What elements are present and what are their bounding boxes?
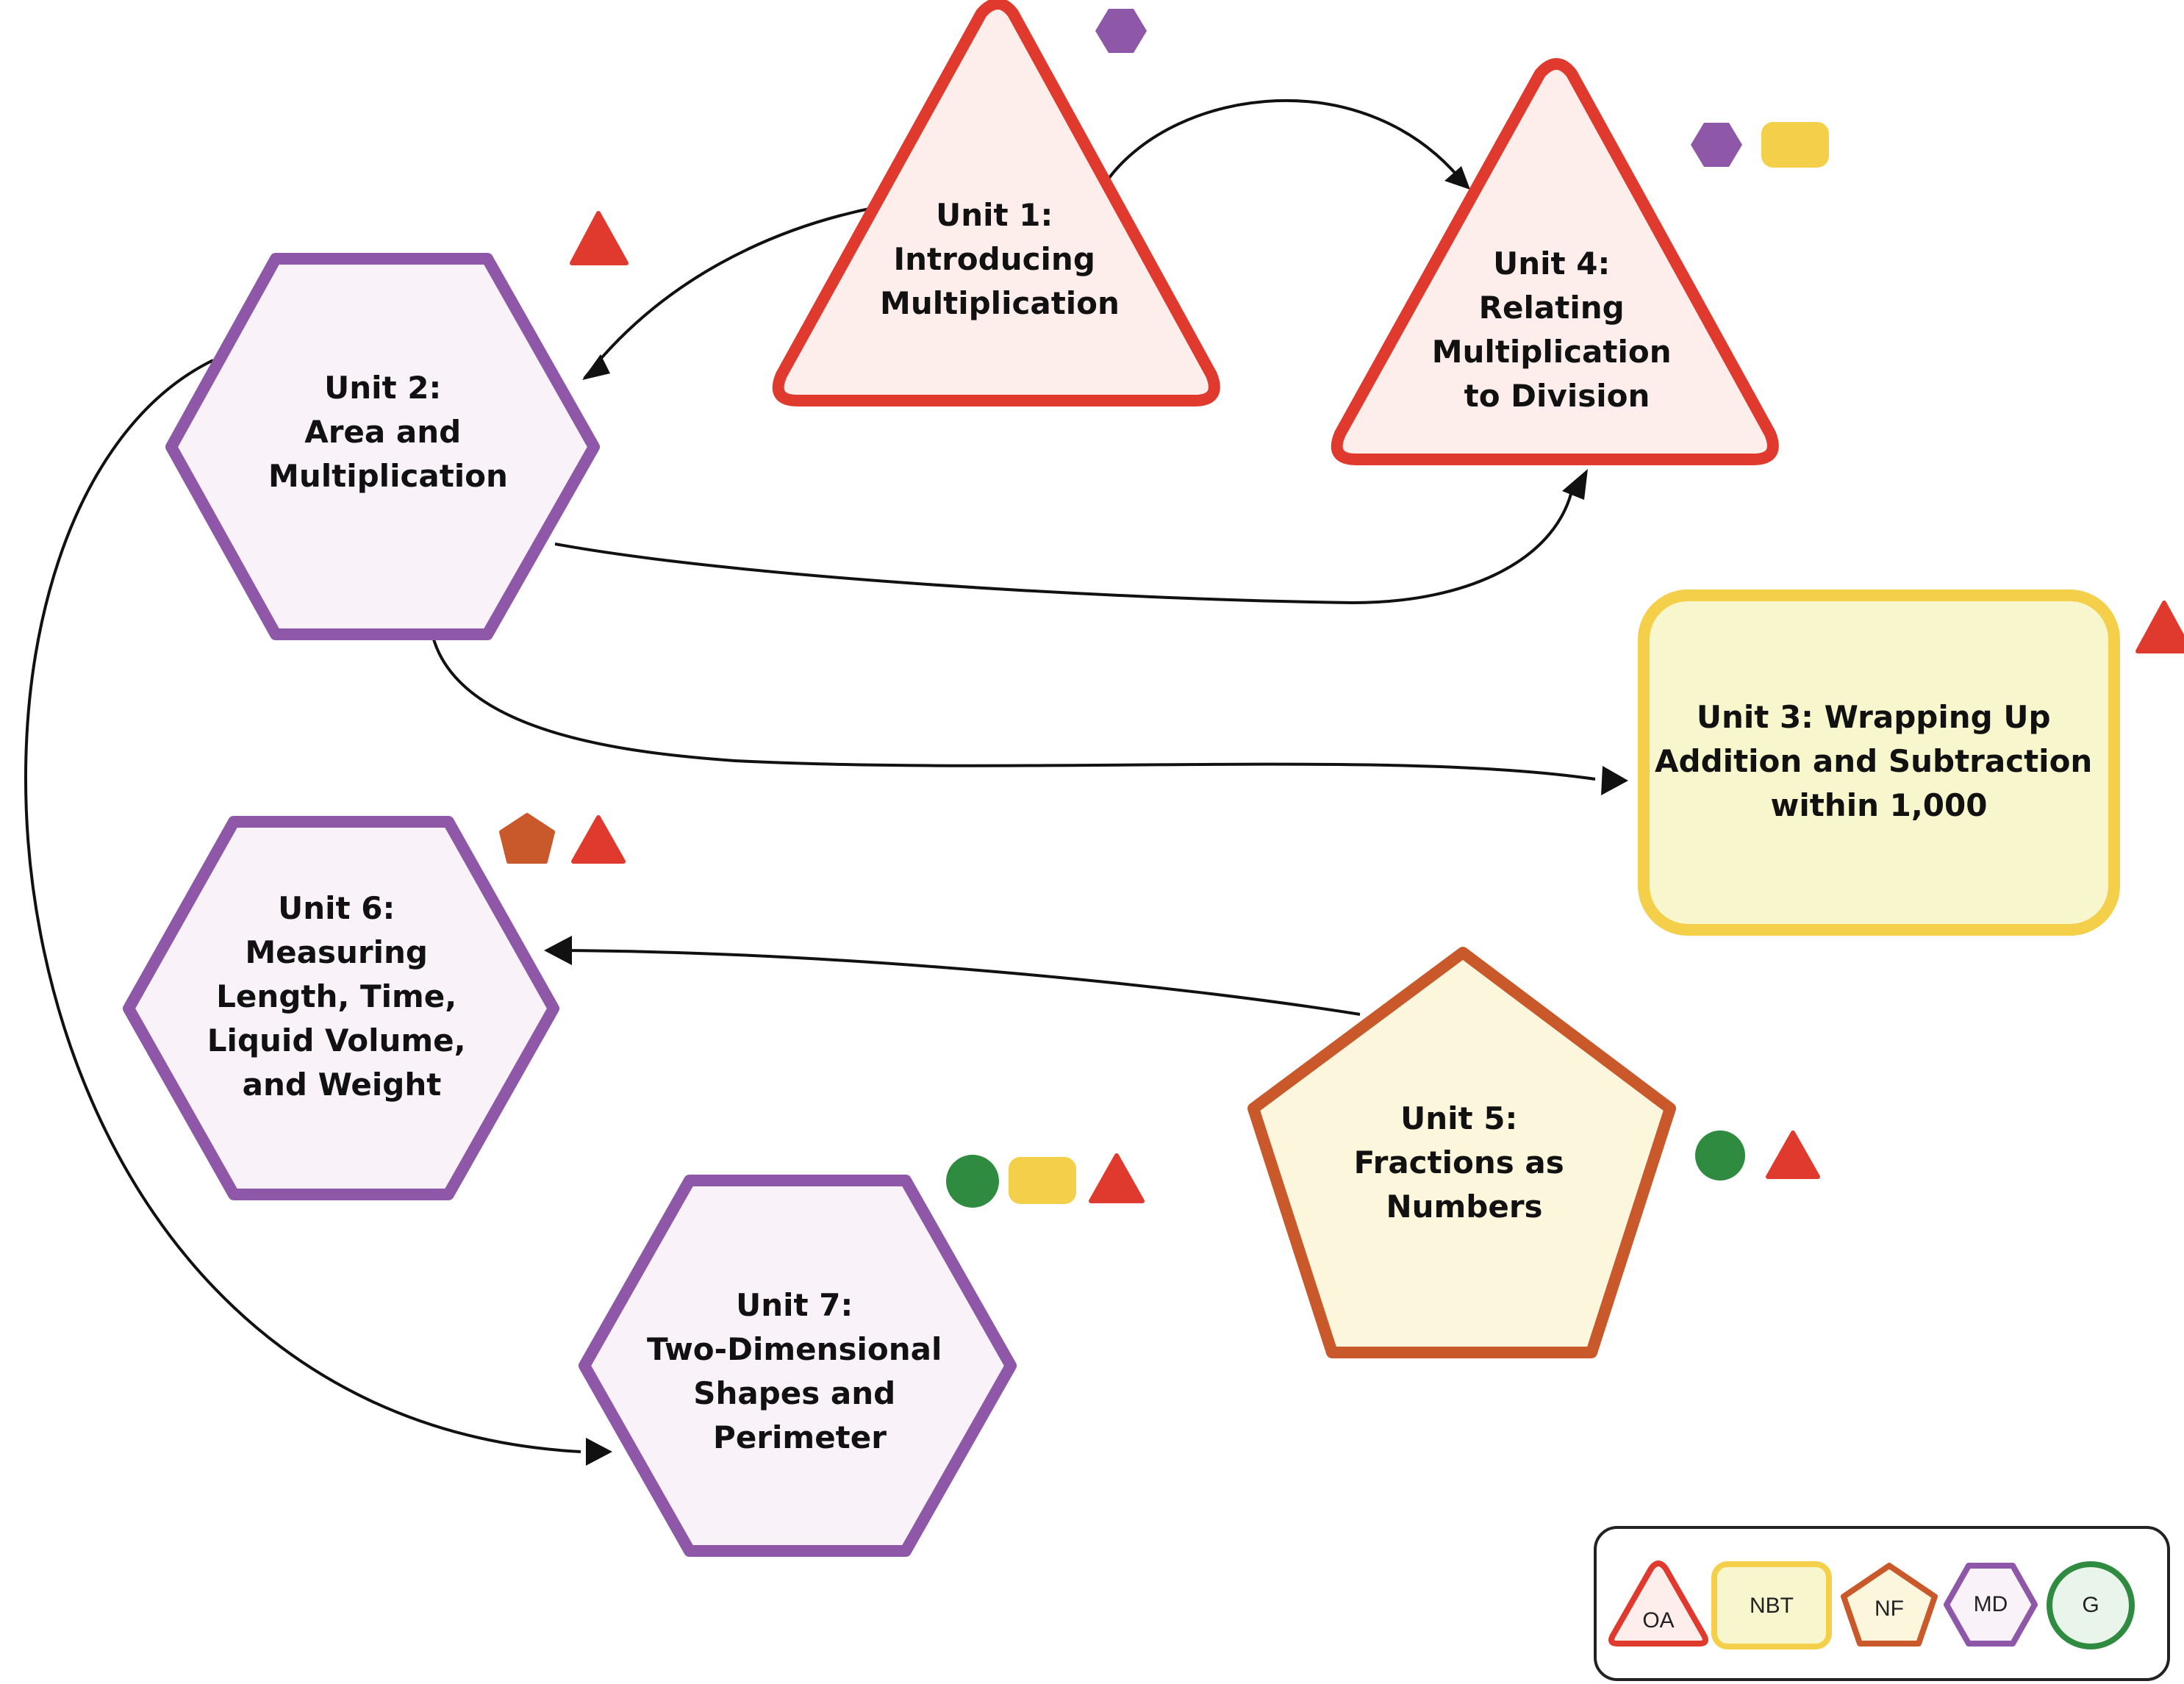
legend-nbt-label: NBT: [1750, 1594, 1794, 1618]
unit-2-line-3: Multiplication: [268, 458, 508, 494]
unit-4-line-3: Multiplication: [1432, 334, 1672, 370]
unit-3-line-1: Unit 3: Wrapping Up: [1697, 699, 2051, 735]
unit-5-line-3: Numbers: [1386, 1189, 1542, 1225]
connections: [24, 98, 1596, 1453]
legend-nf-label: NF: [1875, 1597, 1904, 1621]
unit-4-line-1: Unit 4:: [1493, 246, 1610, 282]
unit-4-line-4: to Division: [1464, 378, 1650, 414]
unit-7-shape: [579, 1175, 1017, 1557]
legend-item-g: G: [2047, 1561, 2135, 1649]
legend-item-oa: OA: [1608, 1561, 1708, 1647]
unit-6-line-1: Unit 6:: [278, 890, 395, 926]
arrow-u1-to-u2: [583, 206, 877, 380]
unit-2-shape: [165, 253, 600, 640]
unit-7-label: Unit 7: Two-Dimensional Shapes and Perim…: [647, 1287, 953, 1455]
unit-5-badge-g-circle-icon: [1695, 1131, 1745, 1180]
unit-5-line-2: Fractions as: [1354, 1144, 1564, 1180]
unit-1-shape: [772, 0, 1220, 406]
legend-nf-pentagon-icon: [1841, 1563, 1938, 1647]
unit-7-line-1: Unit 7:: [736, 1287, 853, 1323]
arrowhead-u2: [582, 354, 610, 380]
arrow-u2-to-u4: [554, 484, 1575, 605]
unit-6-line-5: and Weight: [243, 1067, 442, 1103]
unit-4-shape: [1331, 58, 1779, 465]
arrow-u5-to-u6: [558, 949, 1361, 1016]
unit-3-line-2: Addition and Subtraction: [1655, 743, 2092, 779]
unit-3-label: Unit 3: Wrapping Up Addition and Subtrac…: [1655, 699, 2103, 823]
legend-item-nf: NF: [1841, 1563, 1938, 1647]
legend-nbt-square-icon: [1711, 1561, 1832, 1649]
unit-3-node: Unit 3: Wrapping Up Addition and Subtrac…: [1638, 590, 2184, 936]
unit-6-node: Unit 6: Measuring Length, Time, Liquid V…: [123, 813, 626, 1200]
legend-item-nbt: NBT: [1711, 1561, 1832, 1649]
unit-7-line-2: Two-Dimensional: [647, 1331, 942, 1367]
unit-1-line-1: Unit 1:: [936, 197, 1053, 233]
arrowhead-u7: [586, 1438, 612, 1466]
unit-2-line-1: Unit 2:: [324, 370, 441, 406]
unit-7-badge-oa-triangle-icon: [1089, 1153, 1145, 1203]
arrowheads: [544, 166, 1628, 1466]
legend-item-md: MD: [1944, 1563, 2038, 1647]
unit-6-badge-oa-triangle-icon: [571, 815, 626, 864]
unit-5-line-1: Unit 5:: [1400, 1100, 1517, 1136]
unit-4-line-2: Relating: [1479, 290, 1625, 326]
unit-3-shape: [1638, 590, 2120, 936]
unit-7-line-4: Perimeter: [713, 1419, 887, 1455]
legend-md-label: MD: [1974, 1592, 2008, 1616]
legend-oa-label: OA: [1642, 1608, 1674, 1633]
legend: OA NBT NF MD G: [1594, 1526, 2170, 1681]
arrowhead-u3: [1601, 766, 1628, 795]
arrowhead-u6: [544, 936, 572, 965]
unit-2-badge-oa-triangle-icon: [570, 211, 629, 265]
unit-2-line-2: Area and: [304, 414, 461, 450]
unit-4-label: Unit 4: Relating Multiplication to Divis…: [1432, 246, 1683, 414]
arrowhead-u4-top: [1444, 166, 1470, 190]
unit-6-badge-nf-pentagon-icon: [499, 813, 555, 864]
unit-2-node: Unit 2: Area and Multiplication: [165, 211, 629, 640]
unit-7-badge-g-circle-icon: [946, 1155, 999, 1208]
arrow-u2-to-u7: [24, 359, 581, 1453]
unit-5-shape: [1247, 947, 1676, 1358]
arrow-u2-to-u3: [432, 639, 1596, 781]
unit-6-shape: [123, 816, 559, 1200]
unit-1-badge-md-hexagon-icon: [1095, 9, 1147, 53]
unit-3-badge-oa-triangle-icon: [2135, 601, 2184, 653]
legend-g-circle-icon: [2047, 1561, 2135, 1649]
unit-1-line-2: Introducing: [893, 241, 1095, 277]
legend-md-hexagon-icon: [1944, 1563, 2038, 1647]
arrow-u1-to-u4: [1107, 98, 1468, 188]
legend-oa-triangle-icon: [1608, 1561, 1708, 1647]
unit-6-line-3: Length, Time,: [216, 978, 457, 1014]
unit-4-node: Unit 4: Relating Multiplication to Divis…: [1331, 58, 1829, 465]
unit-1-line-3: Multiplication: [880, 285, 1120, 321]
unit-2-label: Unit 2: Area and Multiplication: [268, 370, 508, 494]
unit-1-node: Unit 1: Introducing Multiplication: [772, 0, 1220, 406]
unit-3-line-3: within 1,000: [1771, 787, 1988, 823]
unit-7-line-3: Shapes and: [693, 1375, 895, 1411]
unit-6-line-4: Liquid Volume,: [207, 1022, 466, 1058]
unit-6-line-2: Measuring: [245, 934, 428, 970]
unit-4-badge-md-hexagon-icon: [1691, 123, 1742, 167]
unit-5-label: Unit 5: Fractions as Numbers: [1354, 1100, 1575, 1225]
unit-6-label: Unit 6: Measuring Length, Time, Liquid V…: [207, 890, 476, 1103]
unit-4-badge-nbt-square-icon: [1761, 122, 1829, 168]
unit-1-label: Unit 1: Introducing Multiplication: [880, 197, 1120, 321]
arrowhead-u4-bottom: [1562, 469, 1588, 500]
unit-7-badge-nbt-square-icon: [1009, 1157, 1076, 1204]
legend-g-label: G: [2082, 1593, 2099, 1617]
unit-5-badge-oa-triangle-icon: [1766, 1131, 1820, 1179]
unit-5-node: Unit 5: Fractions as Numbers: [1247, 947, 1820, 1358]
unit-7-node: Unit 7: Two-Dimensional Shapes and Perim…: [579, 1153, 1145, 1557]
